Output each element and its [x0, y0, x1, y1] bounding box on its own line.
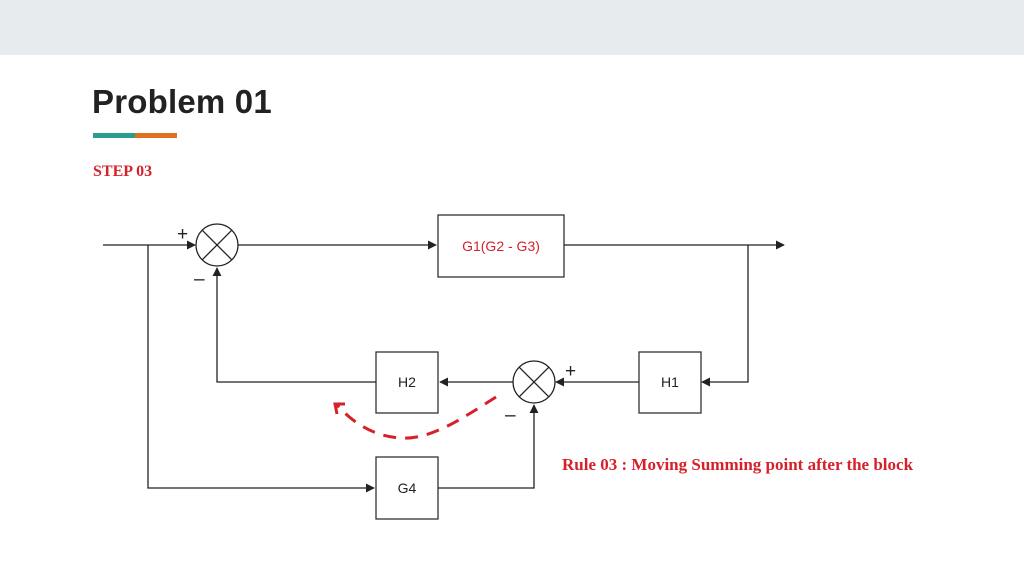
rule-annotation: Rule 03 : Moving Summing point after the…: [562, 455, 914, 474]
h2-block: [375, 351, 439, 414]
h1-block-label: H1: [661, 374, 679, 390]
summing-junction-2: [512, 360, 556, 404]
top-band: [0, 0, 1024, 55]
move-summing-point-arrowhead: [333, 402, 345, 415]
forward-block-label: G1(G2 - G3): [462, 238, 540, 254]
h2-block-label: H2: [398, 374, 416, 390]
accent-teal-segment: [93, 133, 135, 138]
forward-block: [437, 214, 565, 278]
junction-2-minus-sign: –: [505, 405, 516, 426]
output-to-h1-line: [701, 245, 749, 387]
input-to-g4-line: [147, 245, 375, 493]
g4-block: [375, 456, 439, 520]
summing-junction-1: [195, 223, 239, 267]
accent-orange-segment: [135, 133, 177, 138]
slide-title: Problem 01: [92, 83, 272, 120]
junction-1-plus-sign: +: [177, 224, 188, 245]
h2-to-junction-1-line: [212, 267, 376, 383]
move-summing-point-arrow: [335, 395, 497, 440]
junction-1-minus-sign: –: [194, 269, 205, 290]
junction-2-plus-sign: +: [565, 361, 576, 382]
step-label: STEP 03: [93, 163, 153, 180]
g4-block-label: G4: [398, 480, 417, 496]
title-accent-bar: [93, 133, 177, 138]
h1-block: [638, 351, 702, 414]
g4-to-junction-2-line: [438, 404, 539, 489]
